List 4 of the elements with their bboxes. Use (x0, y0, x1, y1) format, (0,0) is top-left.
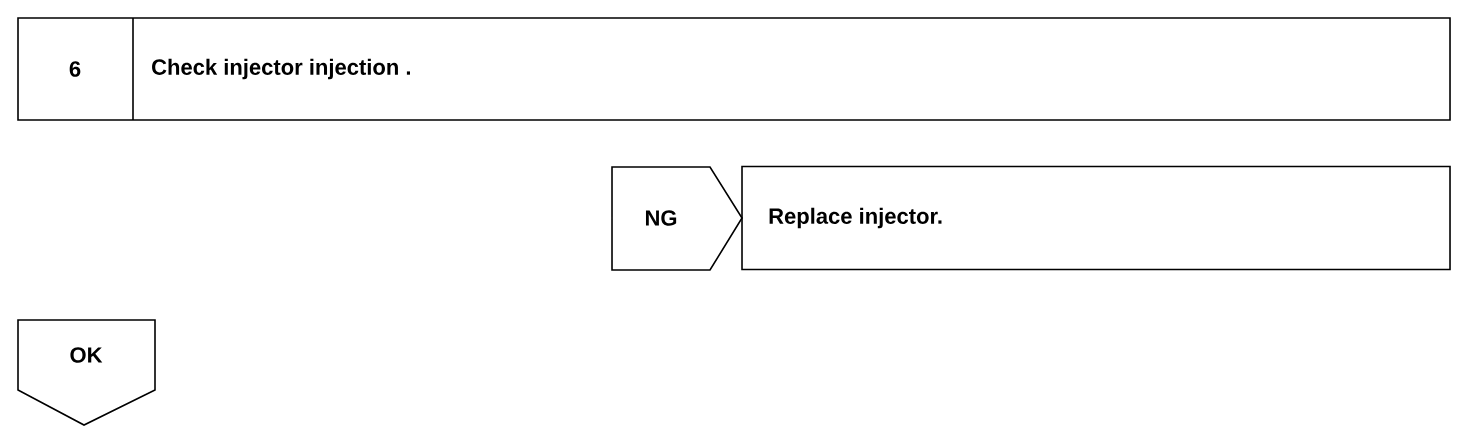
action-box: Replace injector. (741, 165, 1451, 271)
result-tab: OK (17, 319, 156, 426)
step-box: 6 Check injector injection . (17, 17, 1451, 121)
result-tab: NG (611, 166, 743, 271)
